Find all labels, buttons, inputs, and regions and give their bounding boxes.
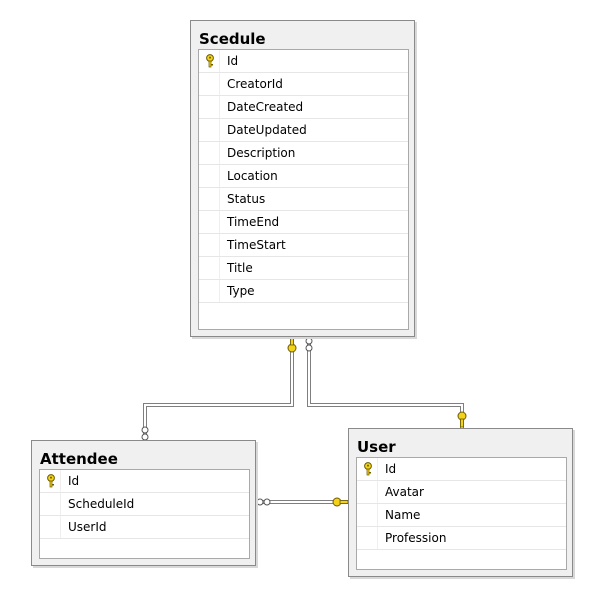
- table-title: Attendee: [40, 450, 118, 468]
- column-row[interactable]: Title: [199, 257, 408, 280]
- primary-key-icon: [47, 474, 55, 488]
- column-row[interactable]: DateCreated: [199, 96, 408, 119]
- table-scedule[interactable]: Scedule Id CreatorId DateCreated DateUpd…: [190, 20, 415, 337]
- column-row[interactable]: UserId: [40, 516, 249, 539]
- column-row[interactable]: CreatorId: [199, 73, 408, 96]
- column-row[interactable]: DateUpdated: [199, 119, 408, 142]
- table-attendee[interactable]: Attendee Id ScheduleId UserId: [31, 440, 256, 566]
- column-row[interactable]: Description: [199, 142, 408, 165]
- column-name: DateUpdated: [227, 123, 307, 137]
- column-row[interactable]: TimeEnd: [199, 211, 408, 234]
- column-name: TimeEnd: [227, 215, 280, 229]
- table-user[interactable]: User Id Avatar Name Profession: [348, 428, 573, 577]
- column-name: DateCreated: [227, 100, 304, 114]
- column-row[interactable]: Id: [357, 458, 566, 481]
- table-title: Scedule: [199, 30, 266, 48]
- column-row[interactable]: Type: [199, 280, 408, 303]
- column-name: Location: [227, 169, 278, 183]
- column-row[interactable]: Id: [40, 470, 249, 493]
- column-name: UserId: [68, 520, 107, 534]
- column-name: Name: [385, 508, 421, 522]
- column-row[interactable]: ScheduleId: [40, 493, 249, 516]
- column-name: Avatar: [385, 485, 424, 499]
- column-name: Type: [227, 284, 255, 298]
- column-grid: Id ScheduleId UserId: [39, 469, 250, 559]
- primary-key-icon: [206, 54, 214, 68]
- table-title: User: [357, 438, 396, 456]
- column-name: Id: [227, 54, 239, 68]
- column-name: ScheduleId: [68, 497, 135, 511]
- column-name: Description: [227, 146, 296, 160]
- many-endpoint-icon: [141, 337, 313, 506]
- column-name: Id: [68, 474, 80, 488]
- key-endpoint-icon: [287, 336, 467, 507]
- column-row[interactable]: Name: [357, 504, 566, 527]
- column-row[interactable]: Avatar: [357, 481, 566, 504]
- column-grid: Id CreatorId DateCreated DateUpdated Des…: [198, 49, 409, 330]
- column-name: TimeStart: [227, 238, 286, 252]
- column-row[interactable]: Id: [199, 50, 408, 73]
- column-row[interactable]: TimeStart: [199, 234, 408, 257]
- column-name: Id: [385, 462, 397, 476]
- column-name: Profession: [385, 531, 447, 545]
- column-grid: Id Avatar Name Profession: [356, 457, 567, 570]
- column-name: Status: [227, 192, 266, 206]
- relationship-scedule-user[interactable]: [307, 336, 464, 428]
- column-name: CreatorId: [227, 77, 283, 91]
- column-row[interactable]: Profession: [357, 527, 566, 550]
- relationship-scedule-attendee[interactable]: [143, 336, 294, 440]
- column-row[interactable]: Location: [199, 165, 408, 188]
- column-row[interactable]: Status: [199, 188, 408, 211]
- primary-key-icon: [364, 462, 372, 476]
- column-name: Title: [227, 261, 253, 275]
